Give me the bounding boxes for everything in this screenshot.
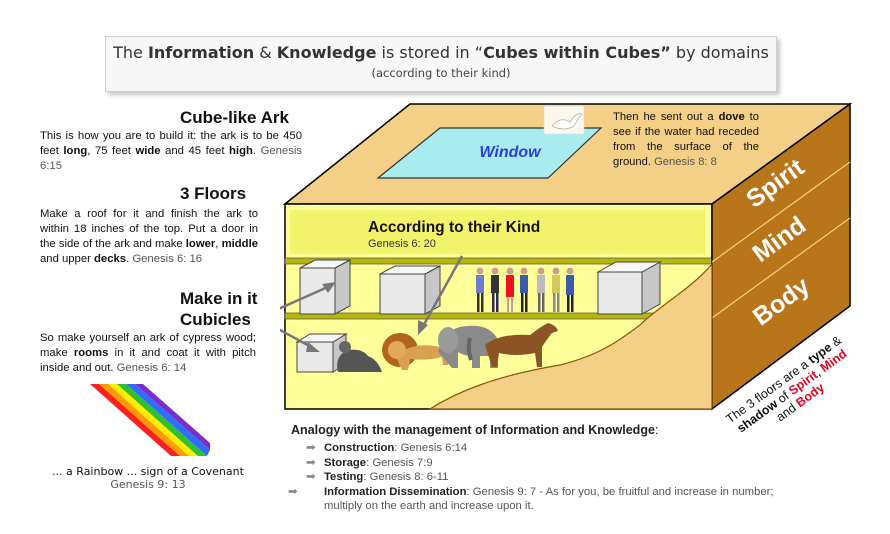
- cubicles-ref: Genesis 6: 14: [117, 362, 187, 374]
- header-box: The Information & Knowledge is stored in…: [105, 36, 777, 92]
- cube-ark-text: This is how you are to build it: the ark…: [40, 129, 302, 174]
- arrow-right-icon: ➡: [306, 470, 324, 485]
- cubicles-title: Make in it Cubicles: [180, 288, 257, 330]
- dove-ref: Genesis 8: 8: [654, 156, 717, 168]
- analogy-list: ➡Construction: Genesis 6:14 ➡Storage: Ge…: [306, 441, 802, 514]
- arrow-right-icon: ➡: [306, 441, 324, 456]
- floors-title: 3 Floors: [180, 184, 246, 204]
- cube-2: [380, 266, 440, 314]
- rainbow-ref: Genesis 9: 13: [40, 478, 256, 491]
- arrow-right-icon: ➡: [306, 456, 324, 471]
- rainbow-graphic: [86, 384, 210, 458]
- header-subtitle: (according to their kind): [106, 66, 776, 80]
- kind-label: According to their Kind: [368, 219, 540, 236]
- analogy-item: ➡Construction: Genesis 6:14: [306, 441, 802, 456]
- analogy-item: ➡Information Dissemination: Genesis 9: 7…: [306, 485, 802, 514]
- cubicles-text: So make yourself an ark of cypress wood;…: [40, 331, 256, 376]
- type-note: The 3 floors are a type & shadow of Spir…: [712, 332, 872, 424]
- analogy-title: Analogy with the management of Informati…: [291, 423, 658, 437]
- rainbow-caption: ... a Rainbow ... sign of a Covenant Gen…: [40, 465, 256, 491]
- dove-icon: [544, 106, 584, 134]
- arrow-right-icon: ➡: [306, 485, 324, 500]
- cube-ark-title: Cube-like Ark: [180, 108, 289, 128]
- dove-text: Then he sent out a dove to see if the wa…: [613, 110, 759, 170]
- floors-ref: Genesis 6: 16: [132, 253, 202, 265]
- analogy-item: ➡Storage: Genesis 7:9: [306, 456, 802, 471]
- kind-ref: Genesis 6: 20: [368, 238, 436, 250]
- header-title: The Information & Knowledge is stored in…: [106, 43, 776, 62]
- window-label: Window: [479, 144, 542, 161]
- analogy-item: ➡Testing: Genesis 8: 6-11: [306, 470, 802, 485]
- floors-text: Make a roof for it and finish the ark to…: [40, 207, 258, 267]
- cube-3: [598, 262, 660, 314]
